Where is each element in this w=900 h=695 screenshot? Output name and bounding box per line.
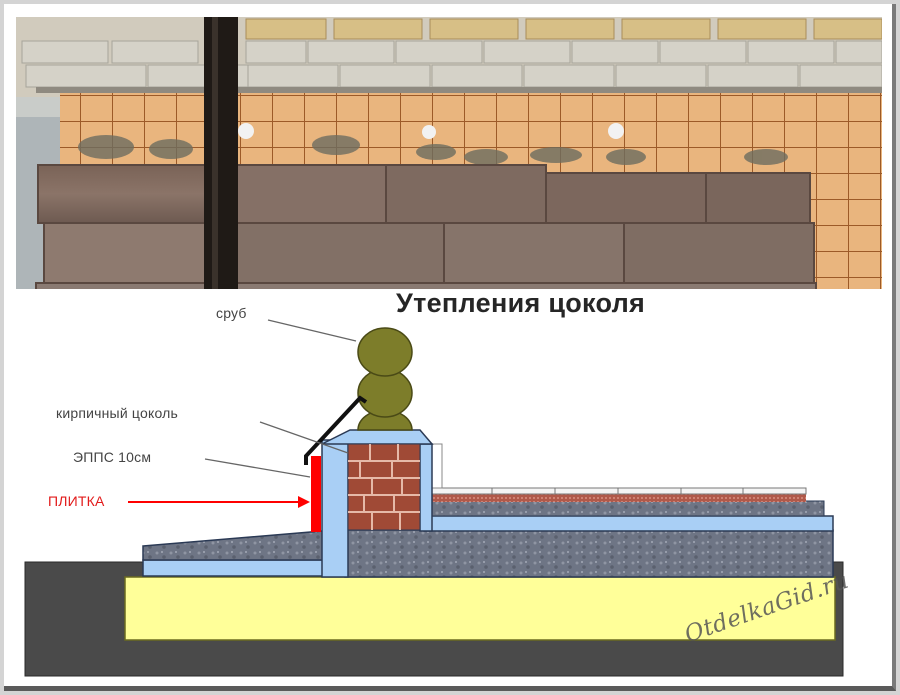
foundation-concrete: [344, 529, 834, 578]
log-house: [357, 327, 413, 431]
sand-cushion: [124, 576, 836, 641]
floor-layer: [430, 494, 806, 502]
plinth-photo: [16, 17, 882, 289]
floor-finish: [429, 487, 807, 495]
label-xps: ЭППС 10см: [73, 449, 152, 465]
concrete-blind-area: [142, 530, 324, 561]
label-brick-plinth: кирпичный цоколь: [56, 405, 179, 421]
brick-plinth: [347, 443, 421, 531]
diagram-title: Утепления цоколя: [396, 288, 646, 318]
tile-finish: [311, 456, 321, 532]
floor-screed: [429, 500, 825, 517]
flashing: [304, 395, 368, 465]
xps-floor: [423, 515, 834, 532]
label-tile: ПЛИТКА: [48, 493, 105, 509]
xps-wall-inner: [419, 443, 433, 532]
label-log-house: сруб: [216, 305, 247, 321]
xps-cap: [321, 429, 434, 445]
xps-wall-outer: [321, 439, 349, 578]
xps-blind-area: [142, 559, 324, 577]
